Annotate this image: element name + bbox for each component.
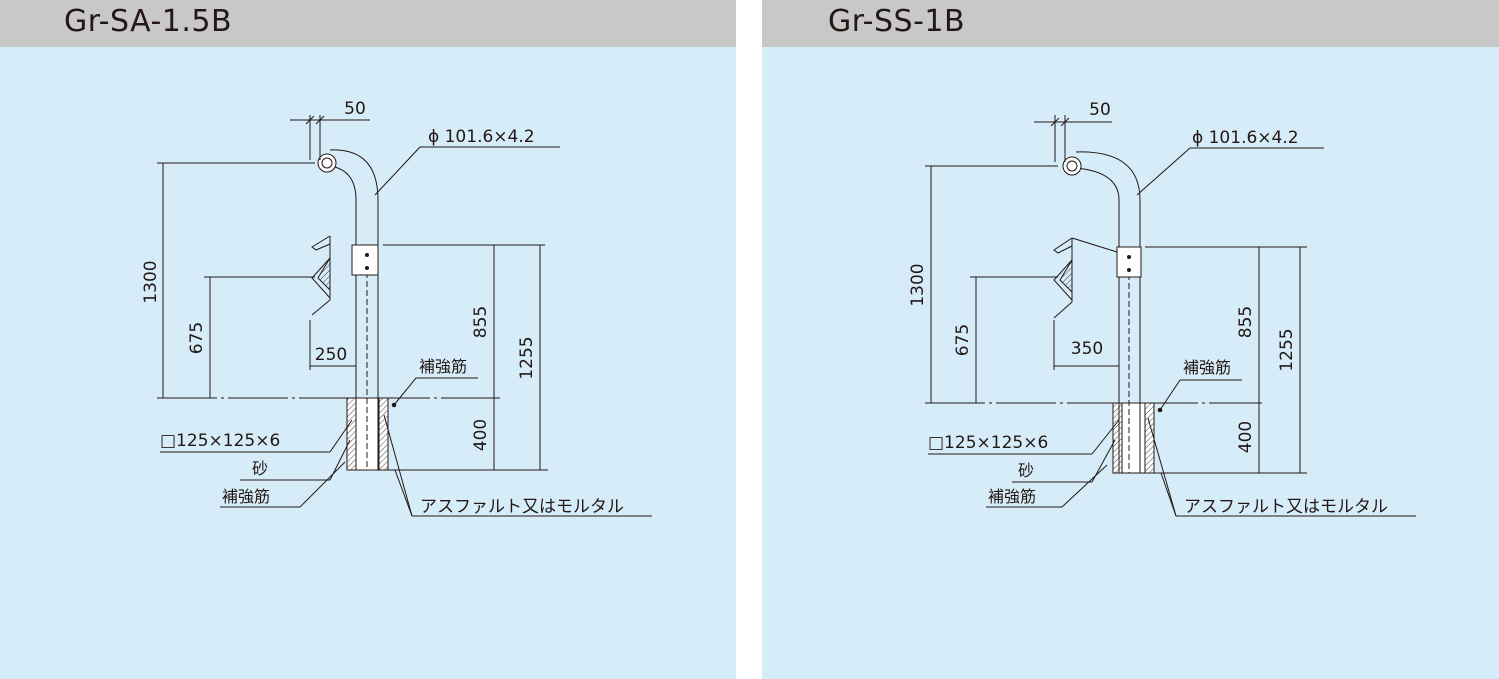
drawing-panel-left: Gr-SA-1.5B <box>0 0 736 679</box>
label-rebar-upper: 補強筋 <box>1183 358 1231 377</box>
drawing-panel-right: Gr-SS-1B <box>762 0 1499 679</box>
rail-bottom <box>311 299 331 316</box>
dim-total-height: 1300 <box>141 260 161 303</box>
label-square-tube: □125×125×6 <box>160 431 280 451</box>
label-rebar-lower: 補強筋 <box>222 487 270 506</box>
dim-embed-depth: 400 <box>471 419 491 451</box>
dim-upper-height: 855 <box>471 306 491 338</box>
pipe-end <box>317 153 337 173</box>
asphalt-fill-left <box>346 397 357 471</box>
guardrail-drawing: 50 ϕ 101.6×4.2 1300 675 350 855 1255 400… <box>908 100 1416 517</box>
dim-upper-height: 855 <box>1236 306 1256 338</box>
asphalt-fill-right <box>378 397 389 471</box>
label-square-tube: □125×125×6 <box>928 433 1048 453</box>
dim-overall-post: 1255 <box>517 336 537 379</box>
dim-embed-depth: 400 <box>1236 421 1256 453</box>
bend-inner <box>329 165 357 201</box>
panel-header <box>0 0 736 47</box>
label-rebar-lower: 補強筋 <box>988 487 1036 506</box>
dim-total-height: 1300 <box>908 263 928 306</box>
label-rebar-upper: 補強筋 <box>419 357 467 376</box>
dim-arm-length: 250 <box>315 345 347 365</box>
label-asphalt: アスファルト又はモルタル <box>420 497 624 517</box>
panel-title: Gr-SA-1.5B <box>64 4 233 39</box>
rail-mid <box>311 257 331 299</box>
dim-pipe-spec: ϕ 101.6×4.2 <box>428 127 535 147</box>
panel-title: Gr-SS-1B <box>828 4 966 39</box>
dim-pipe-spec: ϕ 101.6×4.2 <box>1192 128 1299 148</box>
panel-header <box>762 0 1499 47</box>
label-sand: 砂 <box>252 459 268 478</box>
guardrail-drawing: 50 ϕ 101.6×4.2 1300 675 250 855 1255 400… <box>141 99 652 517</box>
dim-rail-height: 675 <box>953 324 973 356</box>
dim-overall-post: 1255 <box>1277 328 1297 371</box>
dim-arm-length: 350 <box>1071 339 1103 359</box>
pipe-end-inner <box>321 157 333 169</box>
dim-top-offset: 50 <box>344 99 366 119</box>
label-asphalt: アスファルト又はモルタル <box>1184 497 1388 517</box>
dim-rail-height: 675 <box>187 322 207 354</box>
rail-top <box>311 235 331 251</box>
label-sand: 砂 <box>1018 461 1034 480</box>
bracket <box>351 244 379 276</box>
dim-top-offset: 50 <box>1089 100 1111 120</box>
bend-outer <box>329 149 379 201</box>
